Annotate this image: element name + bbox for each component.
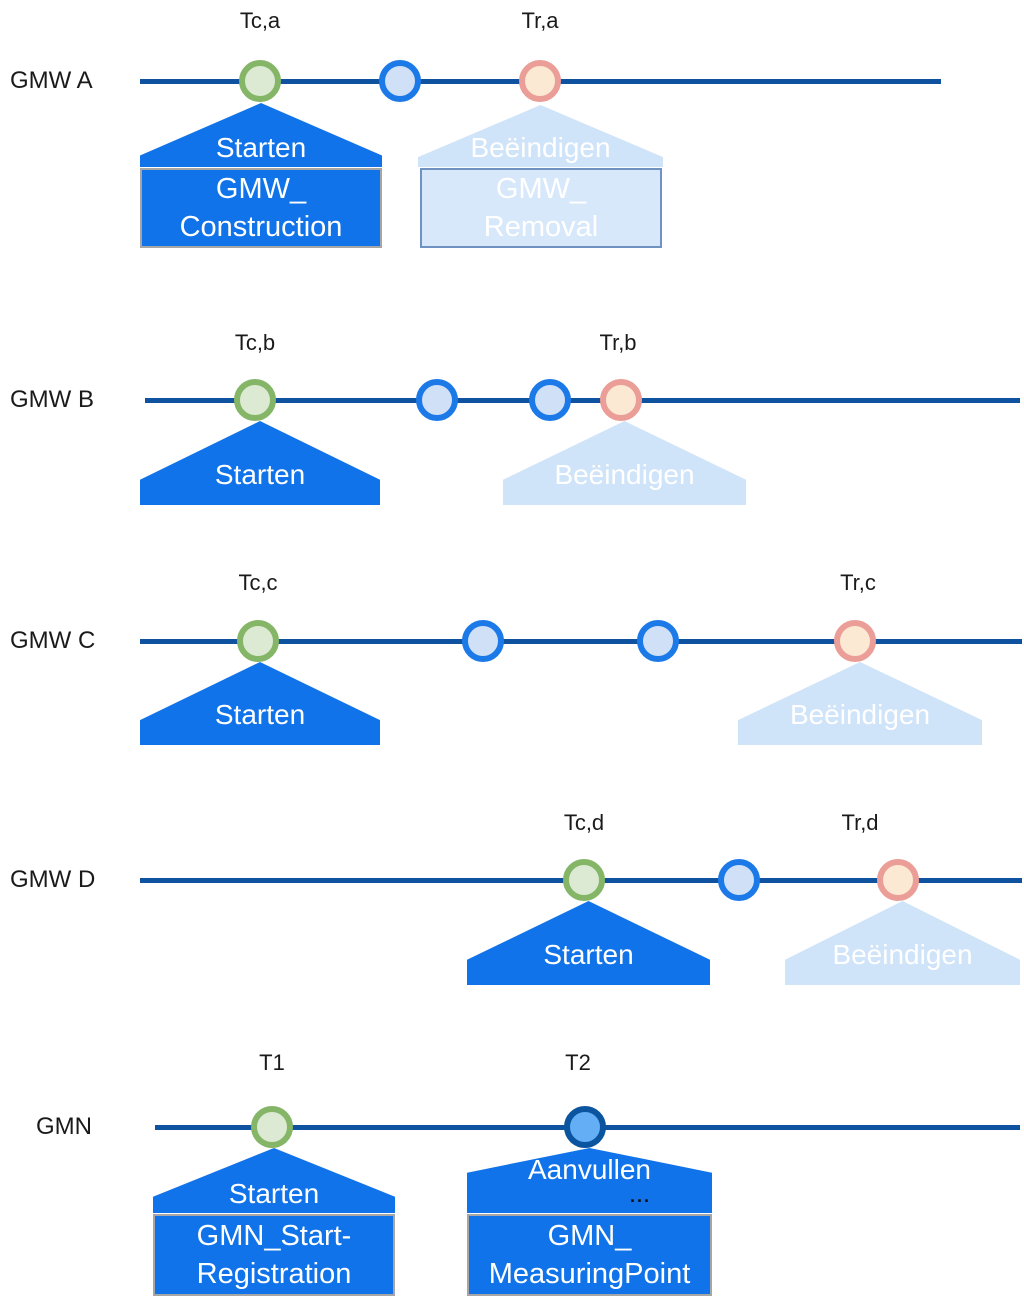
callout-label: Starten xyxy=(214,699,306,730)
tick-label: Tc,b xyxy=(234,330,276,355)
row-label-gmw-a: GMW A xyxy=(10,67,93,94)
box-line: GMN_Start- xyxy=(196,1220,352,1252)
callout-label: Aanvullen xyxy=(528,1154,651,1185)
callout-box: GMW_ Construction xyxy=(140,168,382,248)
row-label-gmw-b: GMW B xyxy=(10,386,94,413)
event-marker-blue-icon xyxy=(416,379,458,421)
box-line: GMW_ xyxy=(215,173,307,205)
callout-pentagon: Beëindigen xyxy=(503,421,746,505)
callout-pentagon: Starten xyxy=(467,901,710,985)
box-line: MeasuringPoint xyxy=(488,1258,691,1290)
event-marker-blue-icon xyxy=(637,620,679,662)
tick-label: Tr,d xyxy=(841,810,879,835)
callout-label: Starten xyxy=(543,939,634,970)
box-line: GMN_ xyxy=(547,1220,632,1252)
callout-pentagon: Aanvullen xyxy=(467,1148,712,1213)
timeline-gmw-b xyxy=(145,398,1020,403)
callout-pentagon: Beëindigen xyxy=(418,105,663,167)
callout-pentagon: Starten xyxy=(153,1148,395,1213)
box-line: Removal xyxy=(483,211,599,243)
box-line: GMW_ xyxy=(495,173,587,205)
tick-label: Tc,a xyxy=(239,8,281,33)
event-marker-green-icon xyxy=(563,859,605,901)
callout-label: Starten xyxy=(215,132,307,163)
event-marker-red-icon xyxy=(834,620,876,662)
event-marker-blue-icon xyxy=(718,859,760,901)
row-label-gmn: GMN xyxy=(36,1113,92,1140)
event-marker-blue-icon xyxy=(379,60,421,102)
event-marker-red-icon xyxy=(600,379,642,421)
callout-pentagon: Starten xyxy=(140,421,380,505)
callout-box: GMW_ Removal xyxy=(420,168,662,248)
ellipsis-label: ... xyxy=(630,1186,652,1206)
row-label-gmw-d: GMW D xyxy=(10,866,96,893)
tick-label: Tr,b xyxy=(599,330,637,355)
event-marker-green-icon xyxy=(234,379,276,421)
box-line: Registration xyxy=(196,1258,352,1290)
tick-label: T1 xyxy=(259,1050,285,1075)
event-marker-blue-icon xyxy=(529,379,571,421)
event-marker-green-icon xyxy=(237,620,279,662)
event-marker-navy-icon xyxy=(564,1106,606,1148)
callout-label: Beëindigen xyxy=(554,459,695,490)
tick-label: Tc,d xyxy=(563,810,605,835)
callout-pentagon: Starten xyxy=(140,103,382,167)
callout-box: GMN_Start- Registration xyxy=(153,1214,395,1296)
event-marker-green-icon xyxy=(251,1106,293,1148)
tick-label: Tr,a xyxy=(521,8,559,33)
event-marker-red-icon xyxy=(877,859,919,901)
row-label-gmw-c: GMW C xyxy=(10,627,96,654)
event-marker-blue-icon xyxy=(462,620,504,662)
callout-label: Beëindigen xyxy=(832,939,973,970)
event-marker-green-icon xyxy=(239,60,281,102)
callout-pentagon: Starten xyxy=(140,662,380,745)
timeline-gmw-c xyxy=(140,639,1022,644)
tick-label: Tc,c xyxy=(238,570,278,595)
callout-label: Starten xyxy=(228,1178,320,1209)
callout-label: Starten xyxy=(214,459,306,490)
callout-pentagon: Beëindigen xyxy=(738,662,982,745)
callout-label: Beëindigen xyxy=(789,699,931,730)
callout-box: GMN_ MeasuringPoint xyxy=(467,1214,712,1296)
callout-pentagon: Beëindigen xyxy=(785,901,1020,985)
tick-label: Tr,c xyxy=(840,570,876,595)
box-line: Construction xyxy=(179,211,343,243)
event-marker-red-icon xyxy=(519,60,561,102)
callout-label: Beëindigen xyxy=(470,132,611,163)
tick-label: T2 xyxy=(565,1050,591,1075)
